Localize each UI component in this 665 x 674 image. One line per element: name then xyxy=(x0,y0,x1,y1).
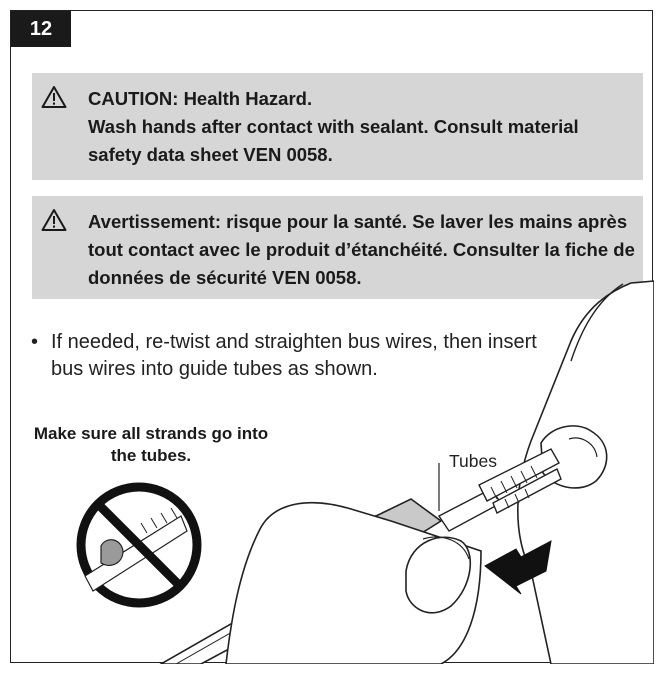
warning-triangle-icon xyxy=(41,209,67,231)
tubes-label: Tubes xyxy=(449,451,497,471)
caution-title: CAUTION: Health Hazard. xyxy=(88,88,313,109)
caution-box-english: CAUTION: Health Hazard. Wash hands after… xyxy=(32,73,643,180)
left-thumb-drawing xyxy=(405,536,472,614)
avertissement-text: Avertissement: risque pour la santé. Se … xyxy=(88,211,635,288)
instruction-panel: 12 CAUTION: Health Hazard. Wash hands af… xyxy=(10,10,654,664)
wire-insertion-illustration xyxy=(76,280,654,664)
left-hand-drawing xyxy=(225,501,482,664)
warning-triangle-icon xyxy=(41,86,67,108)
step-number: 12 xyxy=(11,11,71,47)
caution-text: Wash hands after contact with sealant. C… xyxy=(88,116,579,165)
caution-box-french: Avertissement: risque pour la santé. Se … xyxy=(32,196,643,299)
instruction-text: If needed, re-twist and straighten bus w… xyxy=(51,331,537,380)
strands-note: Make sure all strands go into the tubes. xyxy=(33,424,269,465)
prohibition-sign-icon xyxy=(76,482,202,608)
insert-direction-arrow xyxy=(484,540,552,595)
bullet: • xyxy=(31,331,39,353)
